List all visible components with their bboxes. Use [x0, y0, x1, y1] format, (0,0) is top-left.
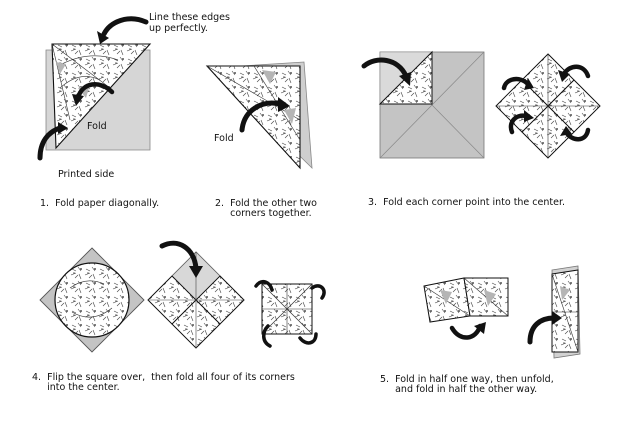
curved-arrow-icon	[262, 324, 272, 348]
arrowhead-icon	[58, 122, 68, 134]
curved-arrow-icon	[101, 16, 149, 37]
arrowhead-icon	[560, 126, 572, 136]
arrowhead-icon	[524, 78, 534, 90]
step1-illustration	[45, 43, 152, 151]
arrowhead-icon	[552, 311, 562, 325]
curved-arrow-icon	[298, 332, 318, 345]
arrowhead-icon	[72, 94, 84, 106]
step4-small-square	[261, 283, 313, 335]
step2-caption: 2. Fold the other two corners together.	[215, 198, 317, 219]
step5-half-folds	[423, 277, 509, 323]
curved-arrow-icon	[239, 100, 283, 133]
curved-arrow-icon	[449, 323, 483, 340]
curved-arrow-icon	[501, 76, 531, 91]
curved-arrow-icon	[508, 113, 529, 135]
step5-caption: 5. Fold in half one way, then unfold, an…	[380, 374, 554, 395]
annotation-printed-side: Printed side	[58, 169, 115, 180]
annotation-line-edges: Line these edges up perfectly.	[149, 12, 230, 34]
step5-vertical-fold	[551, 265, 581, 359]
step4-folding-square	[147, 251, 245, 349]
step3-caption: 3. Fold each corner point into the cente…	[368, 197, 566, 208]
annotation-fold-step2: Fold	[214, 133, 234, 144]
arrowhead-icon	[558, 70, 570, 82]
arrowhead-icon	[189, 266, 203, 278]
step4-circle-square	[39, 247, 145, 353]
curved-arrow-icon	[310, 284, 326, 300]
arrowhead-icon	[97, 31, 109, 44]
step3-square	[378, 50, 485, 159]
curved-arrow-icon	[254, 279, 274, 292]
step4-caption: 4. Flip the square over, then fold all f…	[32, 372, 295, 393]
step2-illustration	[205, 61, 313, 170]
arrowhead-icon	[399, 72, 411, 86]
curved-arrow-icon	[361, 57, 409, 79]
step1-caption: 1. Fold paper diagonally.	[40, 198, 160, 209]
curved-arrow-icon	[75, 82, 115, 101]
curved-arrow-icon	[159, 240, 199, 271]
arrowhead-icon	[278, 97, 290, 112]
annotation-fold-step1: Fold	[87, 121, 107, 132]
curved-arrow-icon	[527, 315, 557, 345]
arrowhead-icon	[524, 110, 534, 122]
curved-arrow-icon	[561, 64, 591, 79]
arrowhead-icon	[474, 322, 486, 334]
curved-arrow-icon	[37, 125, 63, 161]
